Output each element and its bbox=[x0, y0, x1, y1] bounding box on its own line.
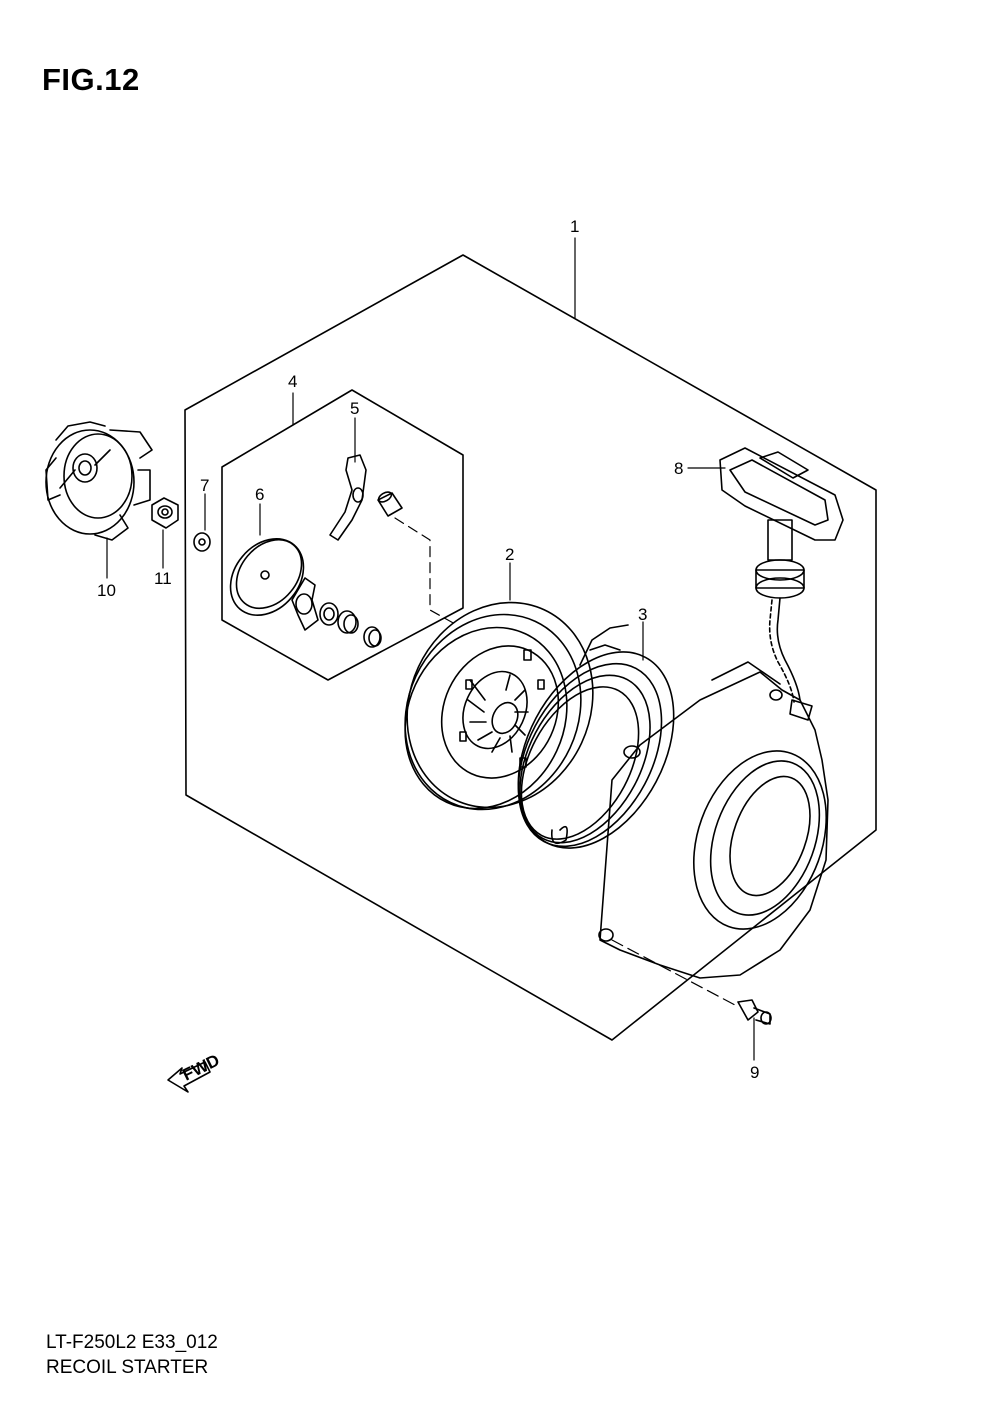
part-6-friction-plate bbox=[229, 538, 305, 616]
callout-2: 2 bbox=[505, 545, 514, 564]
part-4-components bbox=[291, 577, 382, 648]
part-9-bolt bbox=[737, 999, 772, 1025]
recoil-starter-case bbox=[598, 661, 829, 979]
part-11-nut bbox=[151, 497, 179, 529]
fwd-arrow-icon: FWD bbox=[167, 1051, 223, 1093]
figure-title: FIG.12 bbox=[42, 62, 140, 97]
callout-10: 10 bbox=[97, 581, 116, 600]
callout-4: 4 bbox=[288, 372, 297, 391]
callout-1: 1 bbox=[570, 217, 579, 236]
diagram-name: RECOIL STARTER bbox=[46, 1357, 209, 1378]
part-2-recoil-reel bbox=[404, 601, 629, 811]
callout-8: 8 bbox=[674, 459, 683, 478]
leader-lines bbox=[106, 237, 755, 1061]
assembly-4-outline bbox=[221, 389, 464, 681]
callout-7: 7 bbox=[200, 476, 209, 495]
callout-11: 11 bbox=[154, 569, 172, 588]
assembly-1-outline bbox=[184, 254, 877, 1041]
callout-3: 3 bbox=[638, 605, 647, 624]
model-code: LT-F250L2 E33_012 bbox=[46, 1332, 218, 1353]
part-10-drive-pulley bbox=[45, 421, 153, 541]
fwd-label: FWD bbox=[179, 1051, 222, 1085]
part-3-recoil-spring bbox=[517, 644, 675, 849]
part-8-starter-handle bbox=[719, 447, 844, 721]
callout-9: 9 bbox=[750, 1063, 759, 1082]
callout-5: 5 bbox=[350, 399, 359, 418]
part-7-washer bbox=[193, 532, 211, 552]
part-5-ratchet-pawl bbox=[329, 454, 403, 541]
callout-labels: 1 2 3 4 5 6 7 8 9 10 11 bbox=[97, 217, 759, 1082]
callout-6: 6 bbox=[255, 485, 264, 504]
